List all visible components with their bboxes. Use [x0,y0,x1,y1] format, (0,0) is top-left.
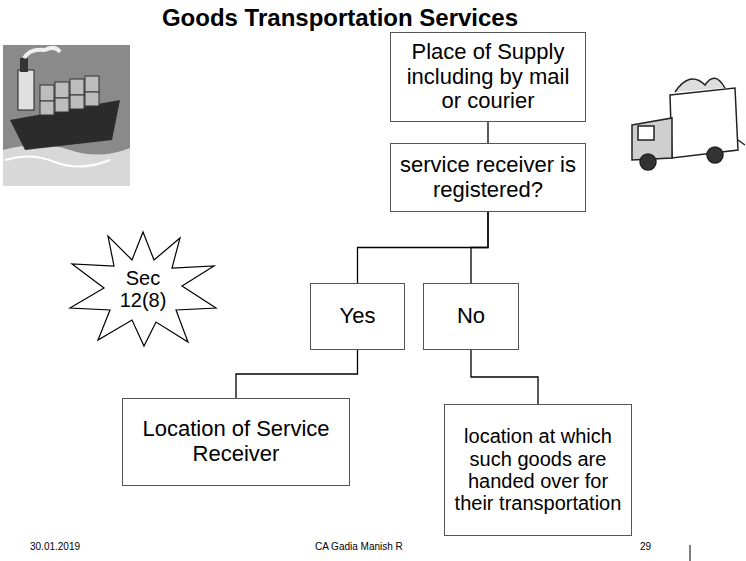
box-text: service receiver is registered? [397,153,579,202]
footer-note: 29 [640,541,651,552]
result-box: location at which such goods are handed … [444,404,632,536]
connector-line [471,212,488,283]
process-box: Place of Supply including by mail or cou… [390,32,586,122]
answer-box: Yes [310,283,405,350]
frame-line [690,545,691,561]
box-text: Place of Supply including by mail or cou… [397,40,579,114]
footer-note: 30.01.2019 [30,541,80,552]
ship-illustration [3,45,130,186]
answer-box: No [423,283,519,350]
footer-note: CA Gadia Manish R [315,541,403,552]
slide-title: Goods Transportation Services [60,4,620,32]
connector-line [488,122,489,143]
section-reference: Sec 12(8) [112,267,174,312]
box-text: Yes [340,304,376,329]
connector-line [236,350,358,398]
decision-box: service receiver is registered? [390,143,586,212]
connector-line [358,212,489,283]
result-box: Location of Service Receiver [122,398,350,486]
box-text: location at which such goods are handed … [451,425,625,515]
box-text: Location of Service Receiver [129,417,343,466]
connector-line [471,350,538,404]
truck-illustration [632,78,745,170]
box-text: No [457,304,485,329]
section-star: Sec 12(8) [68,230,218,348]
